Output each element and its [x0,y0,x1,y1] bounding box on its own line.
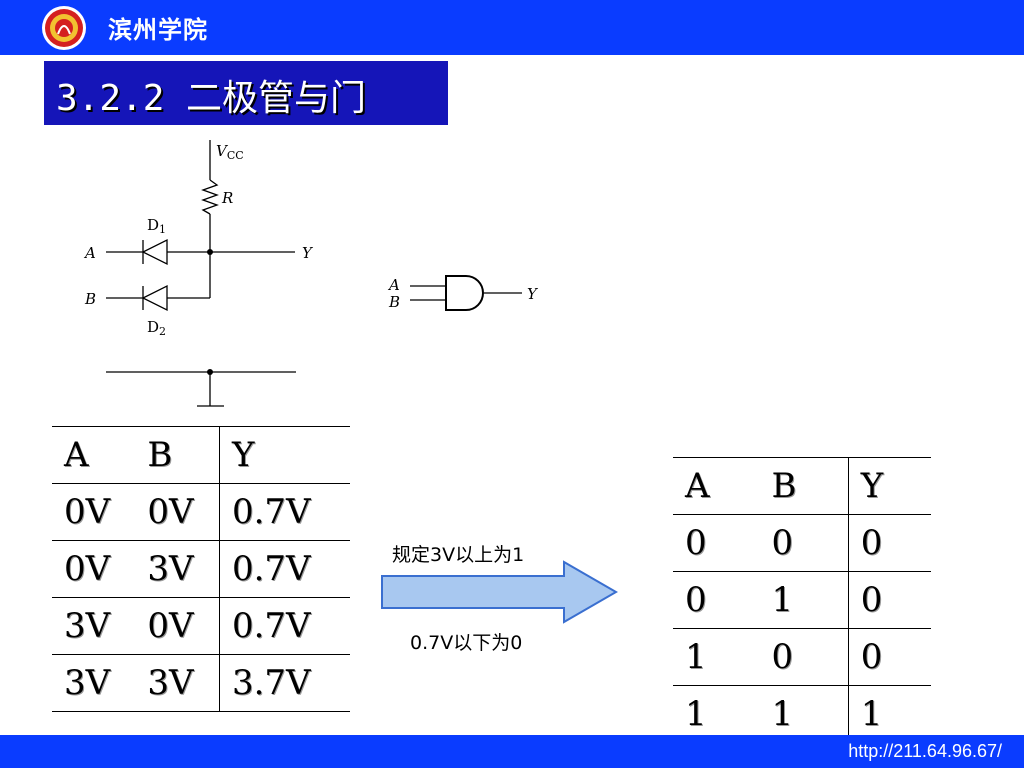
table-row: 3V 3V 3.7V [52,654,350,712]
table-row: 0 1 0 [673,571,931,629]
output-y-label: Y [302,244,314,262]
university-seal-icon [42,6,86,50]
table-cell: 0V [135,597,220,655]
table-cell: 0 [759,628,849,686]
footer-url: http://211.64.96.67/ [848,741,1002,761]
table-cell: 1 [673,685,760,743]
slide-title-box: 3.2.2 二极管与门 [44,61,448,125]
table-cell: 0V [52,540,136,598]
diode-d1-label: D1 [147,216,166,236]
header-cell-b: B [759,457,849,515]
header-cell-b: B [135,426,220,484]
right-arrow-icon [381,560,619,624]
table-row: 1 1 1 [673,685,931,743]
table-cell: 3V [52,597,136,655]
table-cell: 0.7V [219,540,350,598]
header-bar: 滨州学院 [0,0,1024,55]
diode-d2-label: D2 [147,318,166,338]
resistor-label: R [221,189,233,207]
table-cell: 0 [673,514,760,572]
table-cell: 3V [52,654,136,712]
table-row: 0V 0V 0.7V [52,483,350,541]
header-cell-a: A [52,426,136,484]
table-row: 0 0 0 [673,514,931,572]
table-cell: 0.7V [219,483,350,541]
footer-bar: http://211.64.96.67/ [0,735,1024,768]
table-cell: 0 [848,514,931,572]
table-row: 0V 3V 0.7V [52,540,350,598]
table-cell: 0.7V [219,597,350,655]
diode-and-gate-circuit: VCC R D1 D2 A B Y A B Y [83,140,539,407]
header-cell-a: A [673,457,760,515]
voltage-truth-table: A B Y 0V 0V 0.7V 0V 3V 0.7V 3V 0V 0.7V 3… [52,426,350,712]
table-cell: 1 [848,685,931,743]
table-cell: 3V [135,654,220,712]
table-cell: 3V [135,540,220,598]
vcc-label: VCC [216,142,244,162]
input-b-label: B [84,290,96,308]
rule-low-label: 0.7V以下为0 [410,632,523,654]
rule-high-label: 规定3V以上为1 [392,544,525,566]
gate-input-b-label: B [388,293,400,311]
gate-input-a-label: A [387,276,400,294]
table-cell: 0V [135,483,220,541]
table-cell: 0V [52,483,136,541]
table-cell: 3.7V [219,654,350,712]
table-cell: 1 [673,628,760,686]
table-cell: 0 [848,571,931,629]
table-row: 3V 0V 0.7V [52,597,350,655]
table-row: 1 0 0 [673,628,931,686]
table-cell: 0 [848,628,931,686]
table-cell: 1 [759,685,849,743]
header-cell-y: Y [219,426,350,484]
gate-output-y-label: Y [527,285,539,303]
table-cell: 0 [759,514,849,572]
table-header-row: A B Y [673,457,931,515]
logic-truth-table: A B Y 0 0 0 0 1 0 1 0 0 1 1 1 [673,457,931,743]
header-cell-y: Y [848,457,931,515]
school-name: 滨州学院 [108,16,208,44]
slide-title: 3.2.2 二极管与门 [56,78,367,119]
table-header-row: A B Y [52,426,350,484]
input-a-label: A [83,244,96,262]
table-cell: 1 [759,571,849,629]
table-cell: 0 [673,571,760,629]
